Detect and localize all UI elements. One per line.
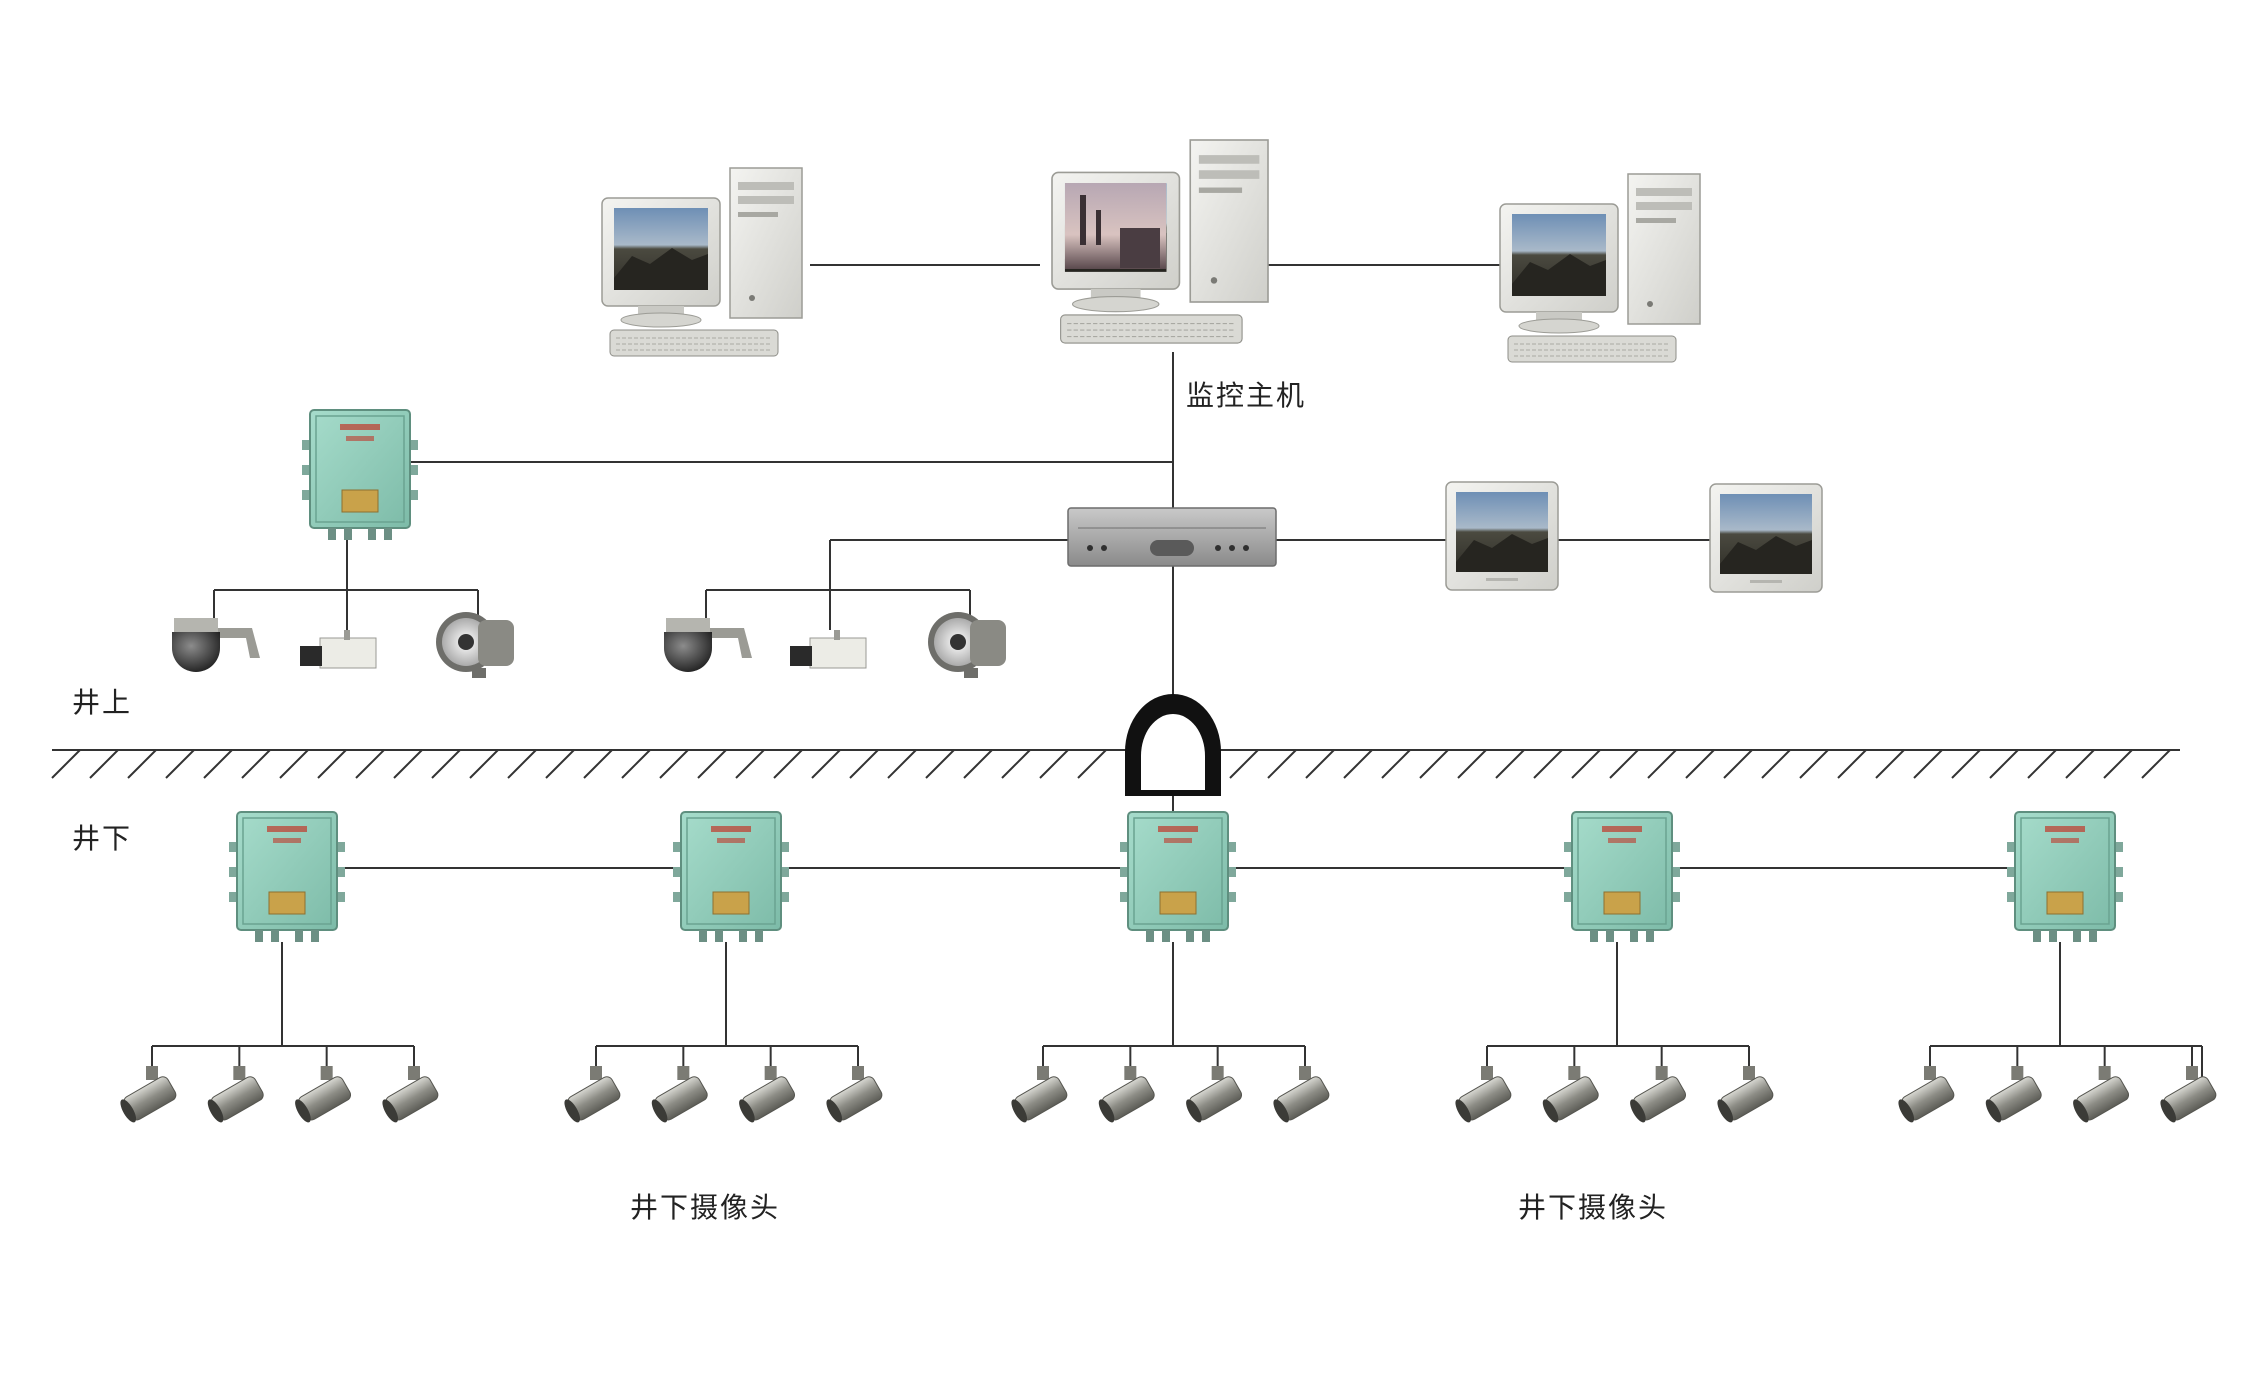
- underground-group: [560, 811, 886, 1126]
- explosion-proof-box-icon: [672, 811, 790, 943]
- infrared-camera-icon: [436, 612, 514, 678]
- video-recorder-icon: [1067, 507, 1277, 567]
- mine-camera-icon: [1269, 1045, 1333, 1126]
- ground-line: [51, 749, 2180, 779]
- underground-cameras-label: 井下摄像头: [630, 1191, 780, 1224]
- above-ground-label: 井上: [72, 686, 132, 719]
- crt-monitor-icon: [1445, 481, 1559, 591]
- explosion-proof-box-icon: [2006, 811, 2124, 943]
- mine-camera-icon: [1894, 1045, 1958, 1126]
- mine-camera-icon: [1626, 1045, 1689, 1126]
- dome-camera-icon: [172, 618, 260, 672]
- mine-camera-icon: [560, 1045, 624, 1126]
- mine-camera-icon: [203, 1045, 267, 1126]
- network-wires: [213, 264, 2020, 869]
- box-camera-icon: [299, 629, 377, 669]
- mine-camera-icon: [1981, 1045, 2045, 1126]
- pc-right: [1499, 173, 1701, 363]
- host-label: 监控主机: [1186, 379, 1306, 412]
- junction-box-surface: [301, 409, 419, 541]
- mine-camera-icon: [2156, 1045, 2220, 1126]
- mine-camera-icon: [1538, 1045, 1602, 1126]
- dome-camera-icon: [664, 618, 752, 672]
- underground-group: [116, 811, 442, 1126]
- underground-network: [116, 811, 2220, 1126]
- mine-camera-icon: [116, 1045, 180, 1126]
- crt-monitor-icon: [1709, 483, 1823, 593]
- mine-camera-icon: [647, 1045, 711, 1126]
- mine-camera-icon: [735, 1045, 798, 1126]
- mine-camera-icon: [378, 1045, 442, 1126]
- infrared-camera-icon: [928, 612, 1006, 678]
- explosion-proof-box-icon: [228, 811, 346, 943]
- underground-label: 井下: [72, 822, 132, 855]
- mine-camera-icon: [1094, 1045, 1158, 1126]
- underground-group: [1894, 811, 2220, 1126]
- pc-left: [601, 167, 803, 357]
- mine-camera-icon: [291, 1045, 354, 1126]
- mine-camera-icon: [1007, 1045, 1071, 1126]
- explosion-proof-box-icon: [1563, 811, 1681, 943]
- pc-host: [1051, 139, 1269, 344]
- underground-group: [1451, 811, 1777, 1126]
- mine-camera-icon: [2069, 1045, 2132, 1126]
- mine-camera-icon: [1713, 1045, 1777, 1126]
- mine-camera-icon: [1182, 1045, 1245, 1126]
- explosion-proof-box-icon: [1119, 811, 1237, 943]
- mine-camera-icon: [822, 1045, 886, 1126]
- underground-group: [1007, 811, 1333, 1126]
- box-camera-icon: [789, 629, 867, 669]
- underground-cameras-label: 井下摄像头: [1518, 1191, 1668, 1224]
- mine-camera-icon: [1451, 1045, 1515, 1126]
- mine-shaft-icon: [1125, 694, 1221, 796]
